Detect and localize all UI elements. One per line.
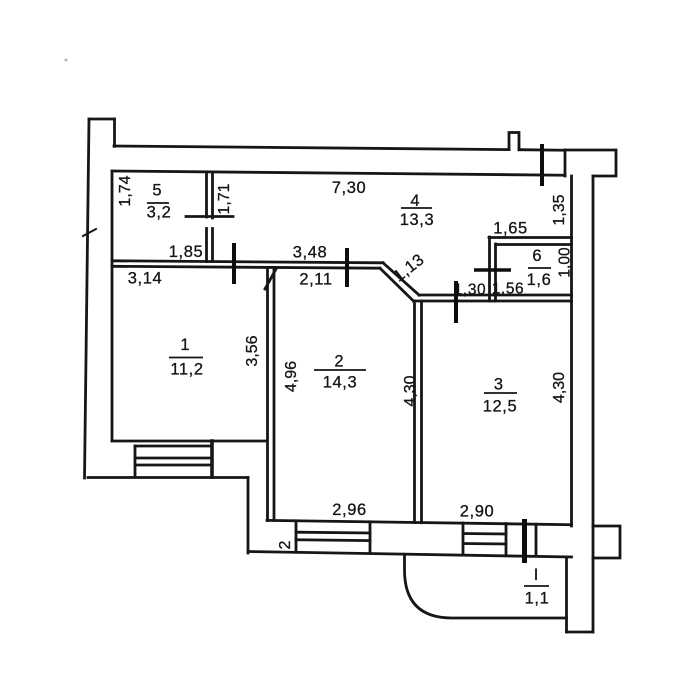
svg-text:1,35: 1,35 (551, 194, 568, 225)
svg-text:1,71: 1,71 (216, 183, 233, 214)
svg-text:13,3: 13,3 (400, 211, 435, 229)
svg-text:12,5: 12,5 (483, 398, 518, 416)
svg-text:1,6: 1,6 (527, 271, 552, 289)
svg-text:3: 3 (494, 376, 503, 394)
svg-text:2,96: 2,96 (332, 501, 367, 519)
svg-text:1,74: 1,74 (117, 175, 134, 206)
svg-text:1,1: 1,1 (525, 590, 550, 608)
svg-text:4: 4 (410, 192, 419, 210)
svg-text:1: 1 (180, 336, 189, 354)
svg-text:3,56: 3,56 (244, 335, 261, 366)
svg-text:1,65: 1,65 (493, 220, 528, 238)
svg-text:3,14: 3,14 (128, 270, 163, 288)
svg-text:1,30: 1,30 (454, 282, 487, 299)
svg-text:11,2: 11,2 (170, 361, 203, 379)
svg-text:3,48: 3,48 (293, 244, 328, 262)
svg-text:4,30: 4,30 (402, 375, 419, 406)
svg-text:7,30: 7,30 (332, 179, 367, 197)
svg-text:3,2: 3,2 (147, 204, 172, 222)
svg-text:2,11: 2,11 (299, 271, 332, 289)
svg-text:2,90: 2,90 (460, 503, 495, 521)
svg-text:2: 2 (277, 540, 294, 549)
svg-text:1,00: 1,00 (557, 247, 574, 278)
svg-text:I: I (534, 566, 539, 584)
svg-text:4,30: 4,30 (551, 372, 568, 403)
svg-text:6: 6 (532, 247, 541, 265)
svg-text:4,96: 4,96 (283, 361, 300, 392)
svg-text:1,85: 1,85 (169, 243, 204, 261)
svg-text:14,3: 14,3 (323, 374, 358, 392)
svg-text:1,56: 1,56 (492, 281, 525, 298)
svg-text:2: 2 (334, 353, 343, 371)
svg-text:5: 5 (152, 182, 161, 200)
